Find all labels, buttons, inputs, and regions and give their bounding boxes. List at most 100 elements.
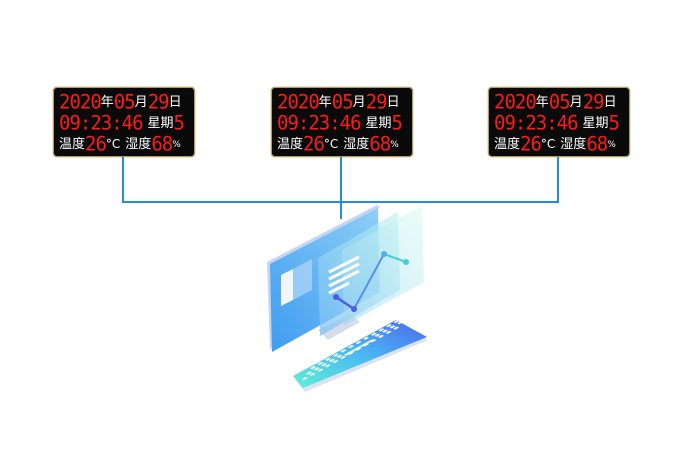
keyboard-key (333, 346, 340, 351)
temperature-value: 26 (303, 132, 325, 156)
keyboard-key (371, 325, 378, 330)
humidity-label: 湿度 (125, 137, 152, 152)
year-unit: 年 (535, 95, 549, 110)
temperature-label: 温度 (59, 137, 86, 152)
month-value: 05 (548, 90, 571, 114)
keyboard-key (309, 372, 316, 376)
keyboard-key (317, 361, 324, 366)
year-value: 2020 (277, 90, 320, 114)
year-unit: 年 (318, 95, 332, 110)
keyboard-key (340, 355, 346, 360)
month-value: 05 (331, 90, 354, 114)
keyboard-key (401, 309, 408, 313)
keyboard-key (370, 332, 377, 336)
weekday-label: 星期 (147, 116, 174, 131)
keyboard-key (374, 327, 381, 331)
keyboard-key (321, 356, 328, 360)
screen-layer-3 (342, 206, 424, 326)
text-lines-icon (328, 255, 360, 295)
keyboard-key (336, 348, 343, 352)
keyboard-key (389, 318, 396, 322)
keyboard-key (321, 363, 328, 367)
weekday-value: 5 (173, 111, 185, 135)
keyboard-icon (293, 304, 428, 392)
humidity-unit: % (172, 140, 181, 150)
keyboard-key (313, 367, 320, 371)
connector-vertical-right (557, 157, 559, 203)
keyboard-key (348, 338, 355, 342)
keyboard-key (363, 336, 370, 340)
keyboard-key (385, 330, 392, 334)
keyboard-key (351, 339, 358, 343)
keyboard-key (386, 317, 393, 321)
keyboard-key (302, 376, 308, 381)
humidity-value: 68 (151, 132, 173, 156)
keyboard-key (359, 335, 366, 339)
humidity-label: 湿度 (560, 137, 587, 152)
day-unit: 日 (168, 95, 182, 110)
keyboard-key (401, 315, 408, 319)
keyboard-key (367, 331, 374, 335)
keyboard-key (325, 357, 332, 361)
keyboard-key (324, 364, 331, 368)
weekday-label: 星期 (582, 116, 609, 131)
weekday-value: 5 (608, 111, 620, 135)
time-value: 09:23:46 (494, 111, 579, 135)
keyboard-key (397, 314, 404, 318)
keyboard-key (317, 355, 324, 359)
connector-vertical-left (122, 157, 124, 203)
year-value: 2020 (59, 90, 102, 114)
keyboard-key (305, 371, 312, 375)
keyboard-key (382, 322, 389, 327)
keyboard-key (347, 345, 354, 349)
keyboard-key (355, 334, 362, 338)
time-value: 09:23:46 (277, 111, 362, 135)
keyboard-key (378, 334, 384, 339)
keyboard-key (332, 353, 339, 357)
month-value: 05 (113, 90, 136, 114)
temperature-unit: °C (105, 137, 121, 151)
year-unit: 年 (100, 95, 114, 110)
keyboard-key (393, 319, 400, 324)
humidity-unit: % (607, 140, 616, 150)
keyboard-key (378, 321, 385, 325)
year-value: 2020 (494, 90, 537, 114)
temperature-unit: °C (323, 137, 339, 151)
keyboard-key (374, 333, 381, 337)
temperature-value: 26 (85, 132, 107, 156)
month-unit: 月 (569, 95, 583, 110)
keyboard-key (393, 326, 400, 330)
month-unit: 月 (134, 95, 148, 110)
temperature-label: 温度 (494, 137, 521, 152)
keyboard-key (336, 354, 343, 358)
humidity-value: 68 (586, 132, 608, 156)
time-value: 09:23:46 (59, 111, 144, 135)
keyboard-key (344, 343, 351, 348)
keyboard-key (389, 325, 396, 329)
keyboard-spacebar (343, 339, 374, 356)
keyboard-key (309, 366, 316, 370)
keyboard-key (385, 324, 392, 328)
humidity-unit: % (390, 140, 399, 150)
weekday-label: 星期 (365, 116, 392, 131)
keyboard-key (378, 328, 385, 332)
keyboard-key (405, 310, 412, 314)
keyboard-key (313, 360, 320, 364)
weekday-value: 5 (391, 111, 403, 135)
humidity-value: 68 (369, 132, 391, 156)
day-unit: 日 (386, 95, 400, 110)
month-unit: 月 (352, 95, 366, 110)
temperature-unit: °C (540, 137, 556, 151)
temperature-value: 26 (520, 132, 542, 156)
keyboard-key (340, 342, 347, 346)
connector-horizontal (122, 201, 559, 203)
line-chart-icon (333, 251, 409, 312)
keyboard-key (325, 351, 332, 355)
keyboard-key (355, 340, 362, 345)
keyboard-key (397, 321, 404, 325)
day-value: 29 (147, 90, 170, 114)
